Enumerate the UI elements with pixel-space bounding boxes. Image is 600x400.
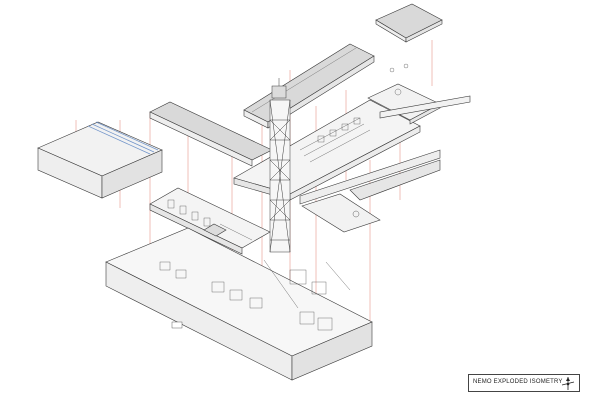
north-arrow-icon bbox=[561, 377, 575, 390]
caption-label: NEMO EXPLODED ISOMETRY bbox=[473, 379, 563, 385]
drawing-caption: NEMO EXPLODED ISOMETRY bbox=[468, 374, 580, 392]
central-lattice-tower bbox=[269, 78, 291, 253]
left-pool-block bbox=[37, 121, 163, 199]
middle-exhibit-floor bbox=[149, 187, 271, 255]
roof-canopy bbox=[375, 3, 443, 43]
lower-ground-floor bbox=[105, 227, 373, 381]
right-terrace-ribbon bbox=[299, 149, 441, 233]
upper-deck-level bbox=[149, 63, 471, 201]
